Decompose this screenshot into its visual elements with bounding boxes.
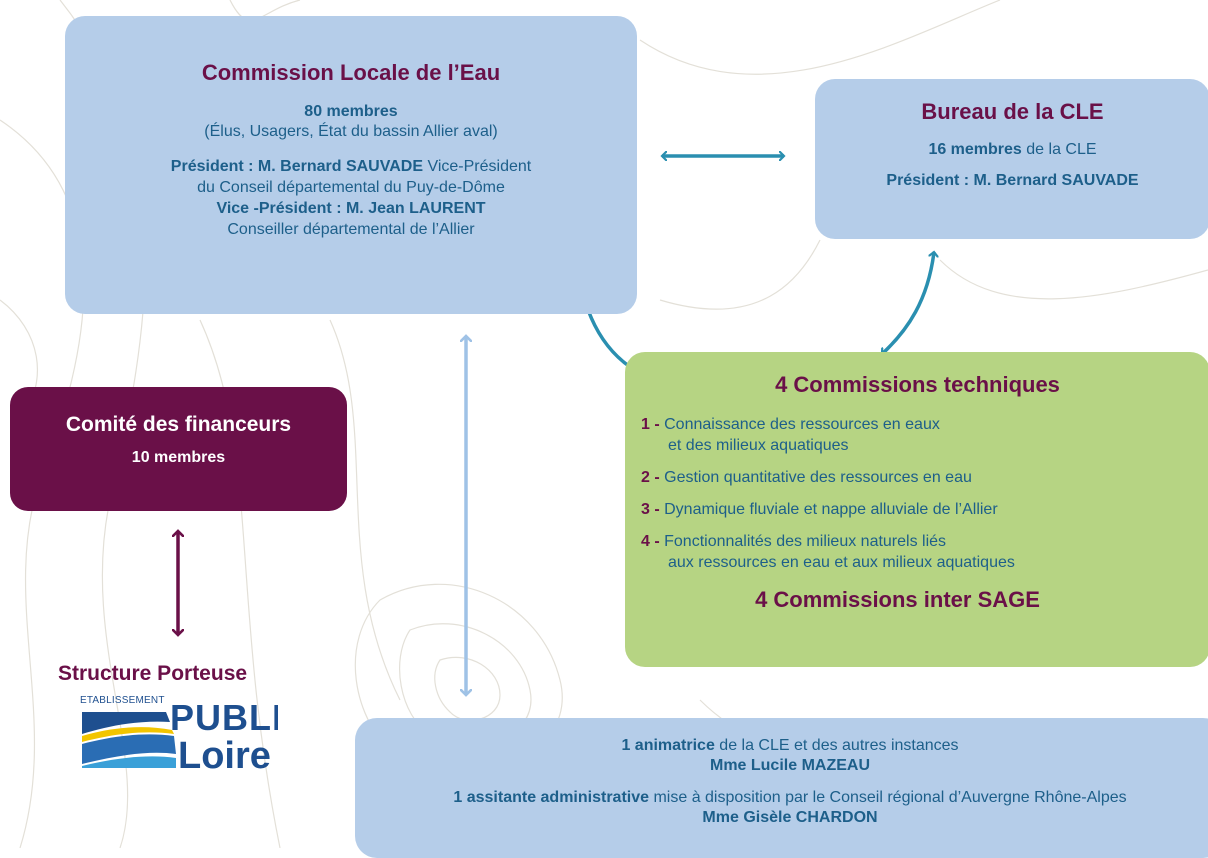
tech-list: 1 - Connaissance des ressources en eaux …: [641, 414, 1208, 573]
bureau-members-rest: de la CLE: [1021, 141, 1097, 158]
assistante-line: 1 assitante administrative mise à dispos…: [355, 788, 1208, 808]
cle-president: Président : M. Bernard SAUVADE: [170, 158, 423, 175]
cle-title: Commission Locale de l’Eau: [201, 60, 501, 85]
logo-public: PUBLIC: [170, 697, 278, 738]
cle-leadership: Président : M. Bernard SAUVADE Vice-Prés…: [65, 156, 637, 240]
item-number: 2 -: [641, 469, 665, 486]
item-text-cont: aux ressources en eau et aux milieux aqu…: [668, 554, 1015, 571]
cle-box: Commission Locale de l’Eau 80 membres (É…: [65, 16, 637, 314]
bureau-members: 16 membres de la CLE: [815, 139, 1208, 160]
list-item: 3 - Dynamique fluviale et nappe alluvial…: [641, 499, 1208, 520]
assistante-name: Mme Gisèle CHARDON: [702, 809, 878, 826]
cle-vice-president-role: Conseiller départemental de l’Allier: [227, 221, 475, 238]
item-text: Connaissance des ressources en eaux: [664, 416, 940, 433]
comite-title: Comité des financeurs: [65, 413, 292, 436]
bureau-title: Bureau de la CLE: [921, 99, 1104, 124]
structure-porteuse-title: Structure Porteuse: [58, 662, 248, 685]
bureau-members-count: 16 membres: [928, 141, 1022, 158]
list-item: 1 - Connaissance des ressources en eaux …: [641, 414, 1208, 456]
logo-waves: [82, 712, 176, 768]
cle-members: 80 membres (Élus, Usagers, État du bassi…: [65, 102, 637, 142]
logo-loire: Loire: [178, 735, 271, 772]
animatrice-desc: de la CLE et des autres instances: [714, 737, 959, 754]
item-text-cont: et des milieux aquatiques: [668, 437, 849, 454]
animatrice-line: 1 animatrice de la CLE et des autres ins…: [355, 736, 1208, 756]
tech-title: 4 Commissions techniques: [775, 372, 1060, 397]
animatrice-label: 1 animatrice: [621, 737, 715, 754]
cle-president-role-1: Vice-Président: [423, 158, 532, 175]
assistante-desc: mise à disposition par le Conseil région…: [649, 789, 1127, 806]
item-number: 1 -: [641, 416, 665, 433]
bureau-president: Président : M. Bernard SAUVADE: [886, 172, 1139, 189]
cle-vice-president: Vice -Président : M. Jean LAURENT: [216, 200, 486, 217]
epl-logo: ETABLISSEMENT PUBLIC Loire: [80, 695, 278, 772]
item-text: Dynamique fluviale et nappe alluviale de…: [664, 501, 998, 518]
item-number: 4 -: [641, 533, 665, 550]
inter-sage-title: 4 Commissions inter SAGE: [755, 587, 1040, 612]
cle-president-role-2: du Conseil départemental du Puy-de-Dôme: [197, 179, 505, 196]
assistante-label: 1 assitante administrative: [453, 789, 650, 806]
animatrice-name: Mme Lucile MAZEAU: [709, 757, 870, 774]
item-text: Gestion quantitative des ressources en e…: [664, 469, 972, 486]
comite-members: 10 membres: [131, 449, 226, 466]
logo-etablissement: ETABLISSEMENT: [80, 695, 165, 706]
list-item: 4 - Fonctionnalités des milieux naturels…: [641, 531, 1208, 573]
bureau-box: Bureau de la CLE 16 membres de la CLE Pr…: [815, 79, 1208, 239]
comite-box: Comité des financeurs 10 membres: [10, 387, 347, 511]
tech-commissions-box: 4 Commissions techniques 1 - Connaissanc…: [625, 352, 1208, 667]
cle-members-count: 80 membres: [304, 103, 398, 120]
cle-members-detail: (Élus, Usagers, État du bassin Allier av…: [204, 123, 498, 140]
item-number: 3 -: [641, 501, 665, 518]
list-item: 2 - Gestion quantitative des ressources …: [641, 467, 1208, 488]
arrow-bureau-tech: [880, 252, 934, 354]
item-text: Fonctionnalités des milieux naturels lié…: [664, 533, 947, 550]
staff-box: 1 animatrice de la CLE et des autres ins…: [355, 718, 1208, 858]
